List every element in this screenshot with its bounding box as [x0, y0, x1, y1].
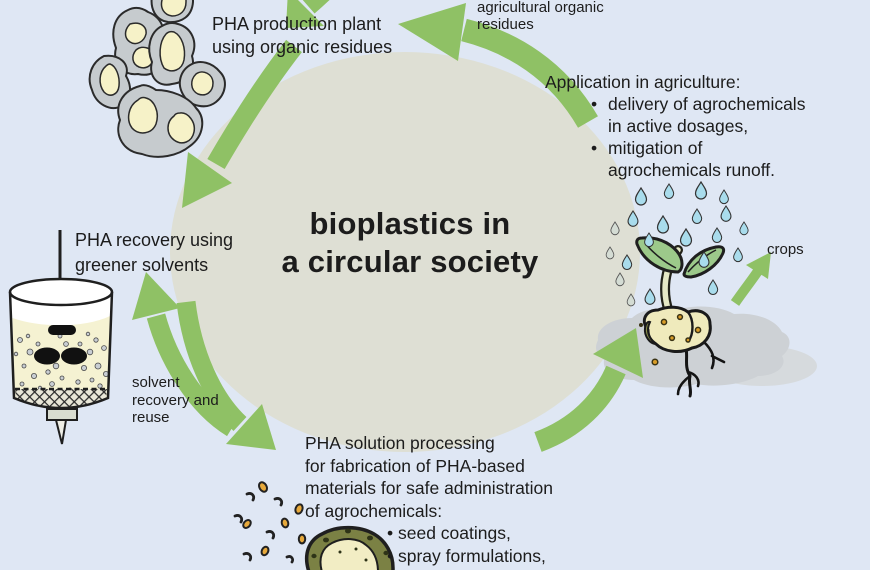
- cycle-arrow-top-fragment: [286, 0, 330, 28]
- recovery-line2: greener solvents: [75, 255, 209, 275]
- application-label: Application in agriculture: • delivery o…: [545, 71, 805, 181]
- production-plant-line2: using organic residues: [212, 37, 393, 57]
- diagram-title: bioplastics in a circular society: [205, 205, 615, 281]
- application-bullet2: • mitigation of: [591, 138, 703, 158]
- production-plant-label: PHA production plant using organic resid…: [212, 13, 392, 59]
- processing-line1: PHA solution processing: [305, 433, 495, 453]
- organic-residues-icon: [88, 0, 226, 158]
- cycle-arrow-icon: [132, 0, 771, 452]
- recovery-line1: PHA recovery using: [75, 230, 234, 250]
- bioreactor-icon: [8, 230, 114, 445]
- diagram-title-line1: bioplastics in: [309, 206, 511, 241]
- rain-droplets-icon: [605, 181, 749, 307]
- application-heading: Application in agriculture:: [545, 72, 741, 92]
- solvent-return-arrow: [132, 272, 238, 437]
- application-bullet2-cont: agrochemicals runoff.: [608, 160, 775, 180]
- processing-line2: for fabrication of PHA-based: [305, 455, 525, 476]
- cycle-arrow-processing-to-application: [534, 328, 643, 452]
- agricultural-residues-line1: agricultural organic: [477, 0, 604, 16]
- production-plant-line1: PHA production plant: [212, 14, 382, 34]
- diagram-title-line2: a circular society: [281, 244, 539, 279]
- agricultural-residues-line2: residues: [477, 16, 534, 33]
- recovery-label: PHA recovery using greener solvents: [75, 228, 233, 278]
- bullet-dot: •: [387, 545, 394, 566]
- agricultural-residues-label: agricultural organic residues: [477, 0, 604, 33]
- solvent-loop-label: solvent recovery and reuse: [132, 374, 219, 427]
- processing-bullet1: • seed coatings,: [387, 523, 511, 543]
- solvent-loop-line2: recovery and: [132, 391, 219, 409]
- bullet-dot: •: [591, 138, 598, 158]
- solvent-loop-line3: reuse: [132, 409, 170, 426]
- cycle-arrow-recovery-to-processing: [176, 300, 276, 450]
- processing-label: PHA solution processing for fabrication …: [305, 432, 553, 567]
- potato-icon: [304, 525, 395, 570]
- processing-line4: of agrochemicals:: [305, 500, 443, 521]
- processing-bullet2: • spray formulations,: [387, 545, 546, 566]
- application-bullet1-cont: in active dosages,: [608, 116, 749, 136]
- cycle-arrow-production-to-recovery: [182, 39, 302, 208]
- crops-label: crops: [767, 241, 804, 258]
- bullet-dot: •: [387, 523, 394, 543]
- crops-arrow: [730, 252, 771, 306]
- application-bullet1: • delivery of agrochemicals: [591, 94, 806, 114]
- solvent-loop-line1: solvent: [132, 374, 180, 391]
- cycle-arrow-top: [398, 3, 598, 128]
- processing-line3: materials for safe administration: [305, 478, 554, 498]
- bullet-dot: •: [591, 94, 598, 114]
